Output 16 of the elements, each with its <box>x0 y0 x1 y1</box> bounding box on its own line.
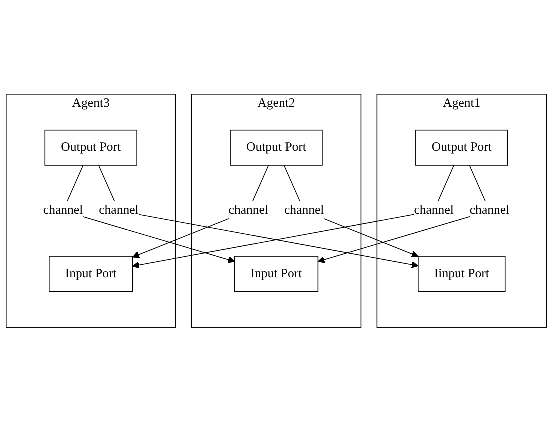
edge-label: channel <box>284 204 324 218</box>
arrow <box>284 165 419 258</box>
node-box: Iinput Port <box>418 256 506 292</box>
edge-label: channel <box>43 204 84 218</box>
node-box: Output Port <box>416 130 508 166</box>
edge-label: channel <box>470 204 510 218</box>
edge-label: channel <box>228 204 269 218</box>
node-box: Output Port <box>230 130 323 166</box>
node-box: Input Port <box>49 256 134 292</box>
arrow <box>132 165 270 258</box>
arrow <box>132 165 455 269</box>
node-box: Input Port <box>234 256 319 292</box>
node-box: Output Port <box>44 130 138 166</box>
edge-label: channel <box>414 204 454 218</box>
arrow <box>98 165 419 268</box>
edge-label: channel <box>99 204 139 218</box>
